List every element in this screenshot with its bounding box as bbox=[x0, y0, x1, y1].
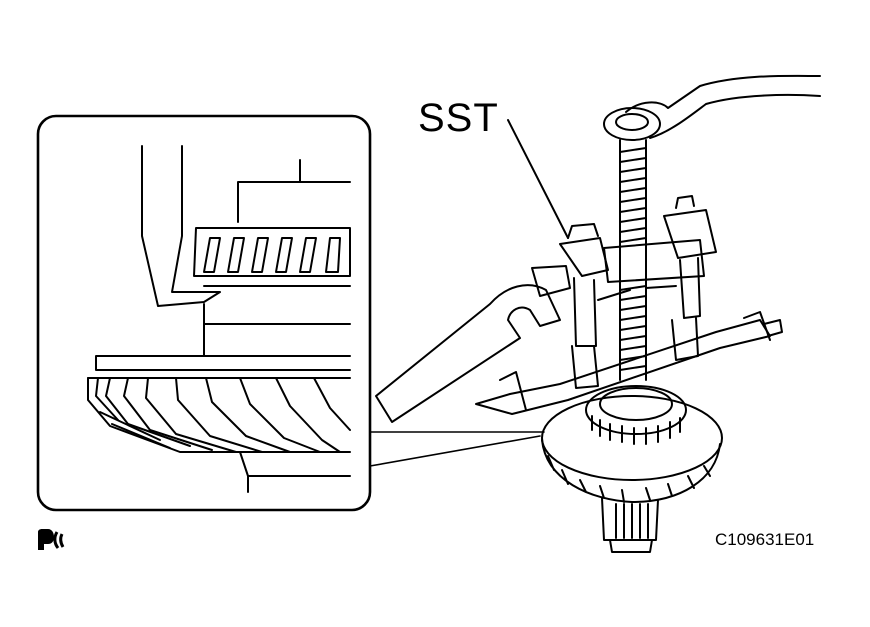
inset-detail bbox=[36, 114, 545, 512]
bearing-ring bbox=[585, 385, 687, 435]
inset-frame bbox=[36, 114, 372, 512]
sst-puller bbox=[559, 195, 717, 389]
inset-bearing bbox=[193, 227, 351, 277]
adjustable-wrench-jaw bbox=[531, 265, 571, 297]
sst-callout-line bbox=[507, 119, 569, 239]
inset-ring-gear bbox=[87, 377, 351, 453]
wrench-ring-inner bbox=[615, 113, 649, 131]
inset-tool-tip bbox=[141, 145, 221, 307]
inset-bearing-bracket bbox=[237, 159, 351, 223]
wrench-handle bbox=[625, 74, 821, 139]
adjustable-wrench bbox=[375, 284, 561, 423]
bearing-ring-inner bbox=[599, 387, 673, 421]
gear-outer bbox=[541, 395, 723, 481]
output-shaft bbox=[601, 497, 659, 553]
figure-code: C109631E01 bbox=[715, 530, 815, 549]
main-assembly bbox=[375, 74, 821, 553]
threaded-screw bbox=[619, 139, 647, 381]
inset-gear-base bbox=[239, 451, 351, 493]
cross-bar bbox=[475, 319, 771, 415]
bearing-rollers bbox=[591, 415, 681, 445]
wrench-ring bbox=[603, 107, 661, 141]
gear-teeth bbox=[541, 439, 721, 503]
inset-housing bbox=[95, 285, 351, 371]
cross-bar-ends bbox=[499, 311, 783, 411]
sst-callout-label: SST bbox=[418, 96, 499, 140]
replace-part-icon bbox=[38, 529, 65, 550]
inset-leader-lines bbox=[369, 431, 545, 467]
